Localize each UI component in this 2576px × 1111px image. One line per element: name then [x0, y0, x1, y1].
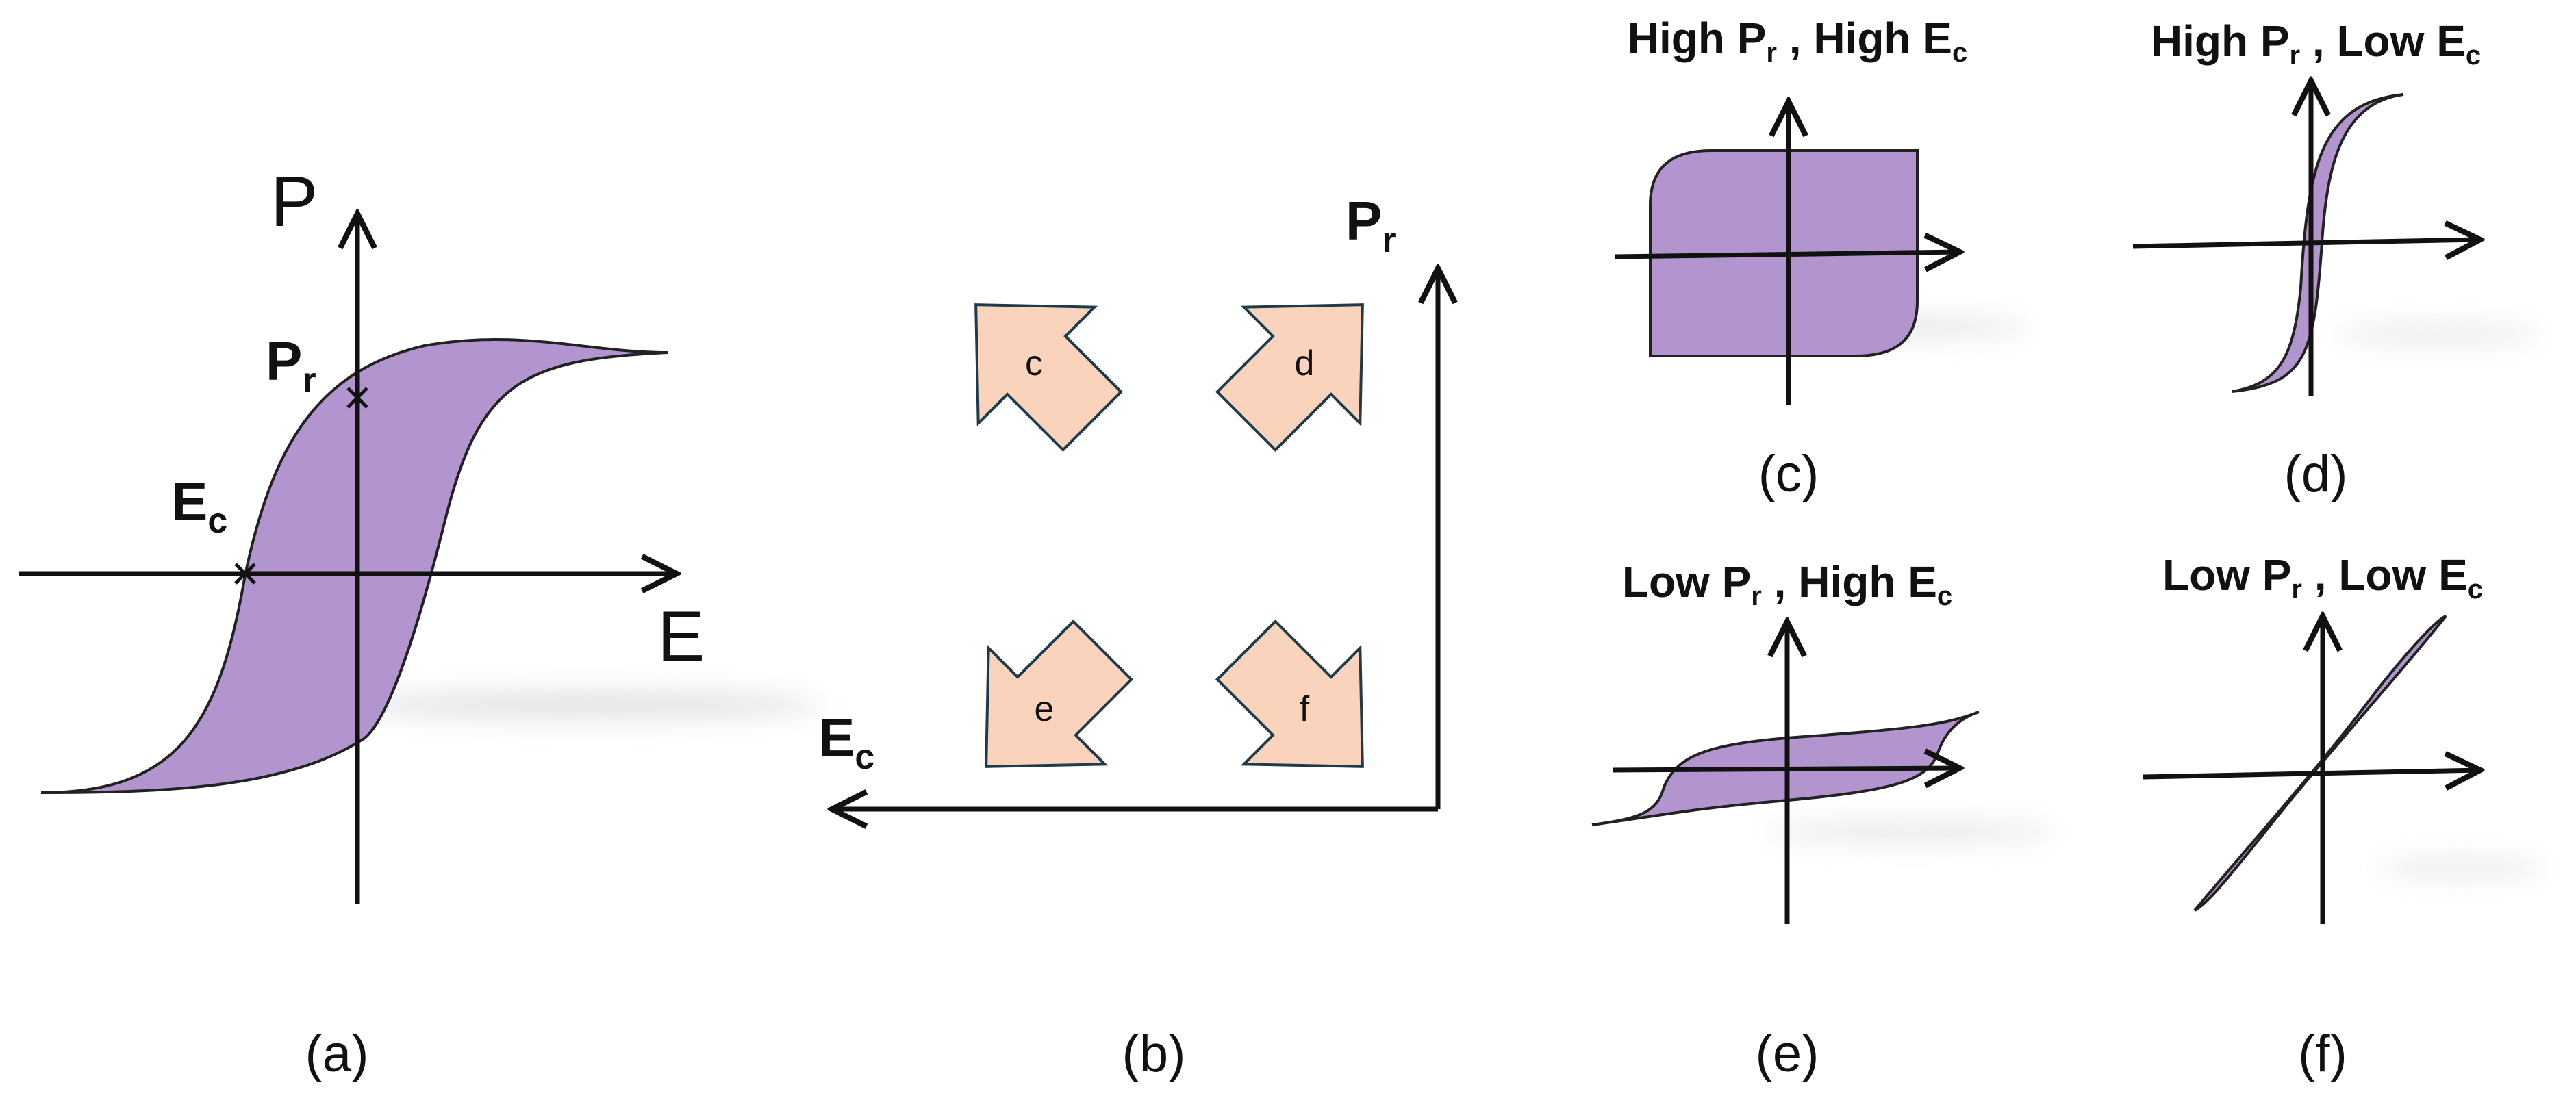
- ec-label-b: Ec: [818, 707, 874, 777]
- y-axis-label-a: P: [270, 162, 318, 242]
- title-c: High Pr , High Ec: [1628, 14, 1967, 68]
- caption-e: (e): [1756, 1025, 1819, 1083]
- panel-a: P E Pr Ec (a): [19, 162, 822, 1083]
- caption-b: (b): [1122, 1025, 1186, 1083]
- x-axis-f: [2143, 770, 2480, 777]
- arrow-e: e: [985, 619, 1134, 768]
- arrow-d: d: [1215, 303, 1364, 452]
- svg-text:e: e: [1035, 689, 1055, 729]
- panel-f: Low Pr , Low Ec (f): [2143, 550, 2544, 1083]
- loop-shadow: [356, 690, 822, 720]
- svg-text:c: c: [1025, 344, 1043, 383]
- caption-f: (f): [2298, 1025, 2347, 1083]
- pr-label-b: Pr: [1346, 190, 1396, 260]
- hysteresis-loop-a: [40, 338, 668, 794]
- x-axis-d: [2132, 240, 2480, 246]
- title-d: High Pr , Low Ec: [2151, 16, 2481, 71]
- x-axis-label-a: E: [657, 597, 705, 676]
- pr-marker: [346, 387, 368, 409]
- panel-d: High Pr , Low Ec (d): [2132, 16, 2540, 503]
- title-e: Low Pr , High Ec: [1622, 557, 1952, 611]
- svg-text:f: f: [1300, 689, 1310, 729]
- ec-label-a: Ec: [171, 471, 227, 541]
- svg-text:d: d: [1295, 344, 1315, 383]
- pr-label-a: Pr: [266, 331, 316, 400]
- arrow-c: c: [974, 303, 1124, 452]
- ec-marker: [234, 563, 256, 585]
- panel-e: Low Pr , High Ec (e): [1591, 557, 2054, 1083]
- caption-c: (c): [1758, 445, 1819, 503]
- caption-a: (a): [305, 1025, 369, 1083]
- panel-b: Pr Ec c d e f (b): [818, 190, 1438, 1083]
- panel-c: High Pr , High Ec (c): [1614, 14, 2027, 503]
- caption-d: (d): [2284, 445, 2348, 503]
- title-f: Low Pr , Low Ec: [2162, 550, 2483, 604]
- arrow-f: f: [1215, 619, 1364, 768]
